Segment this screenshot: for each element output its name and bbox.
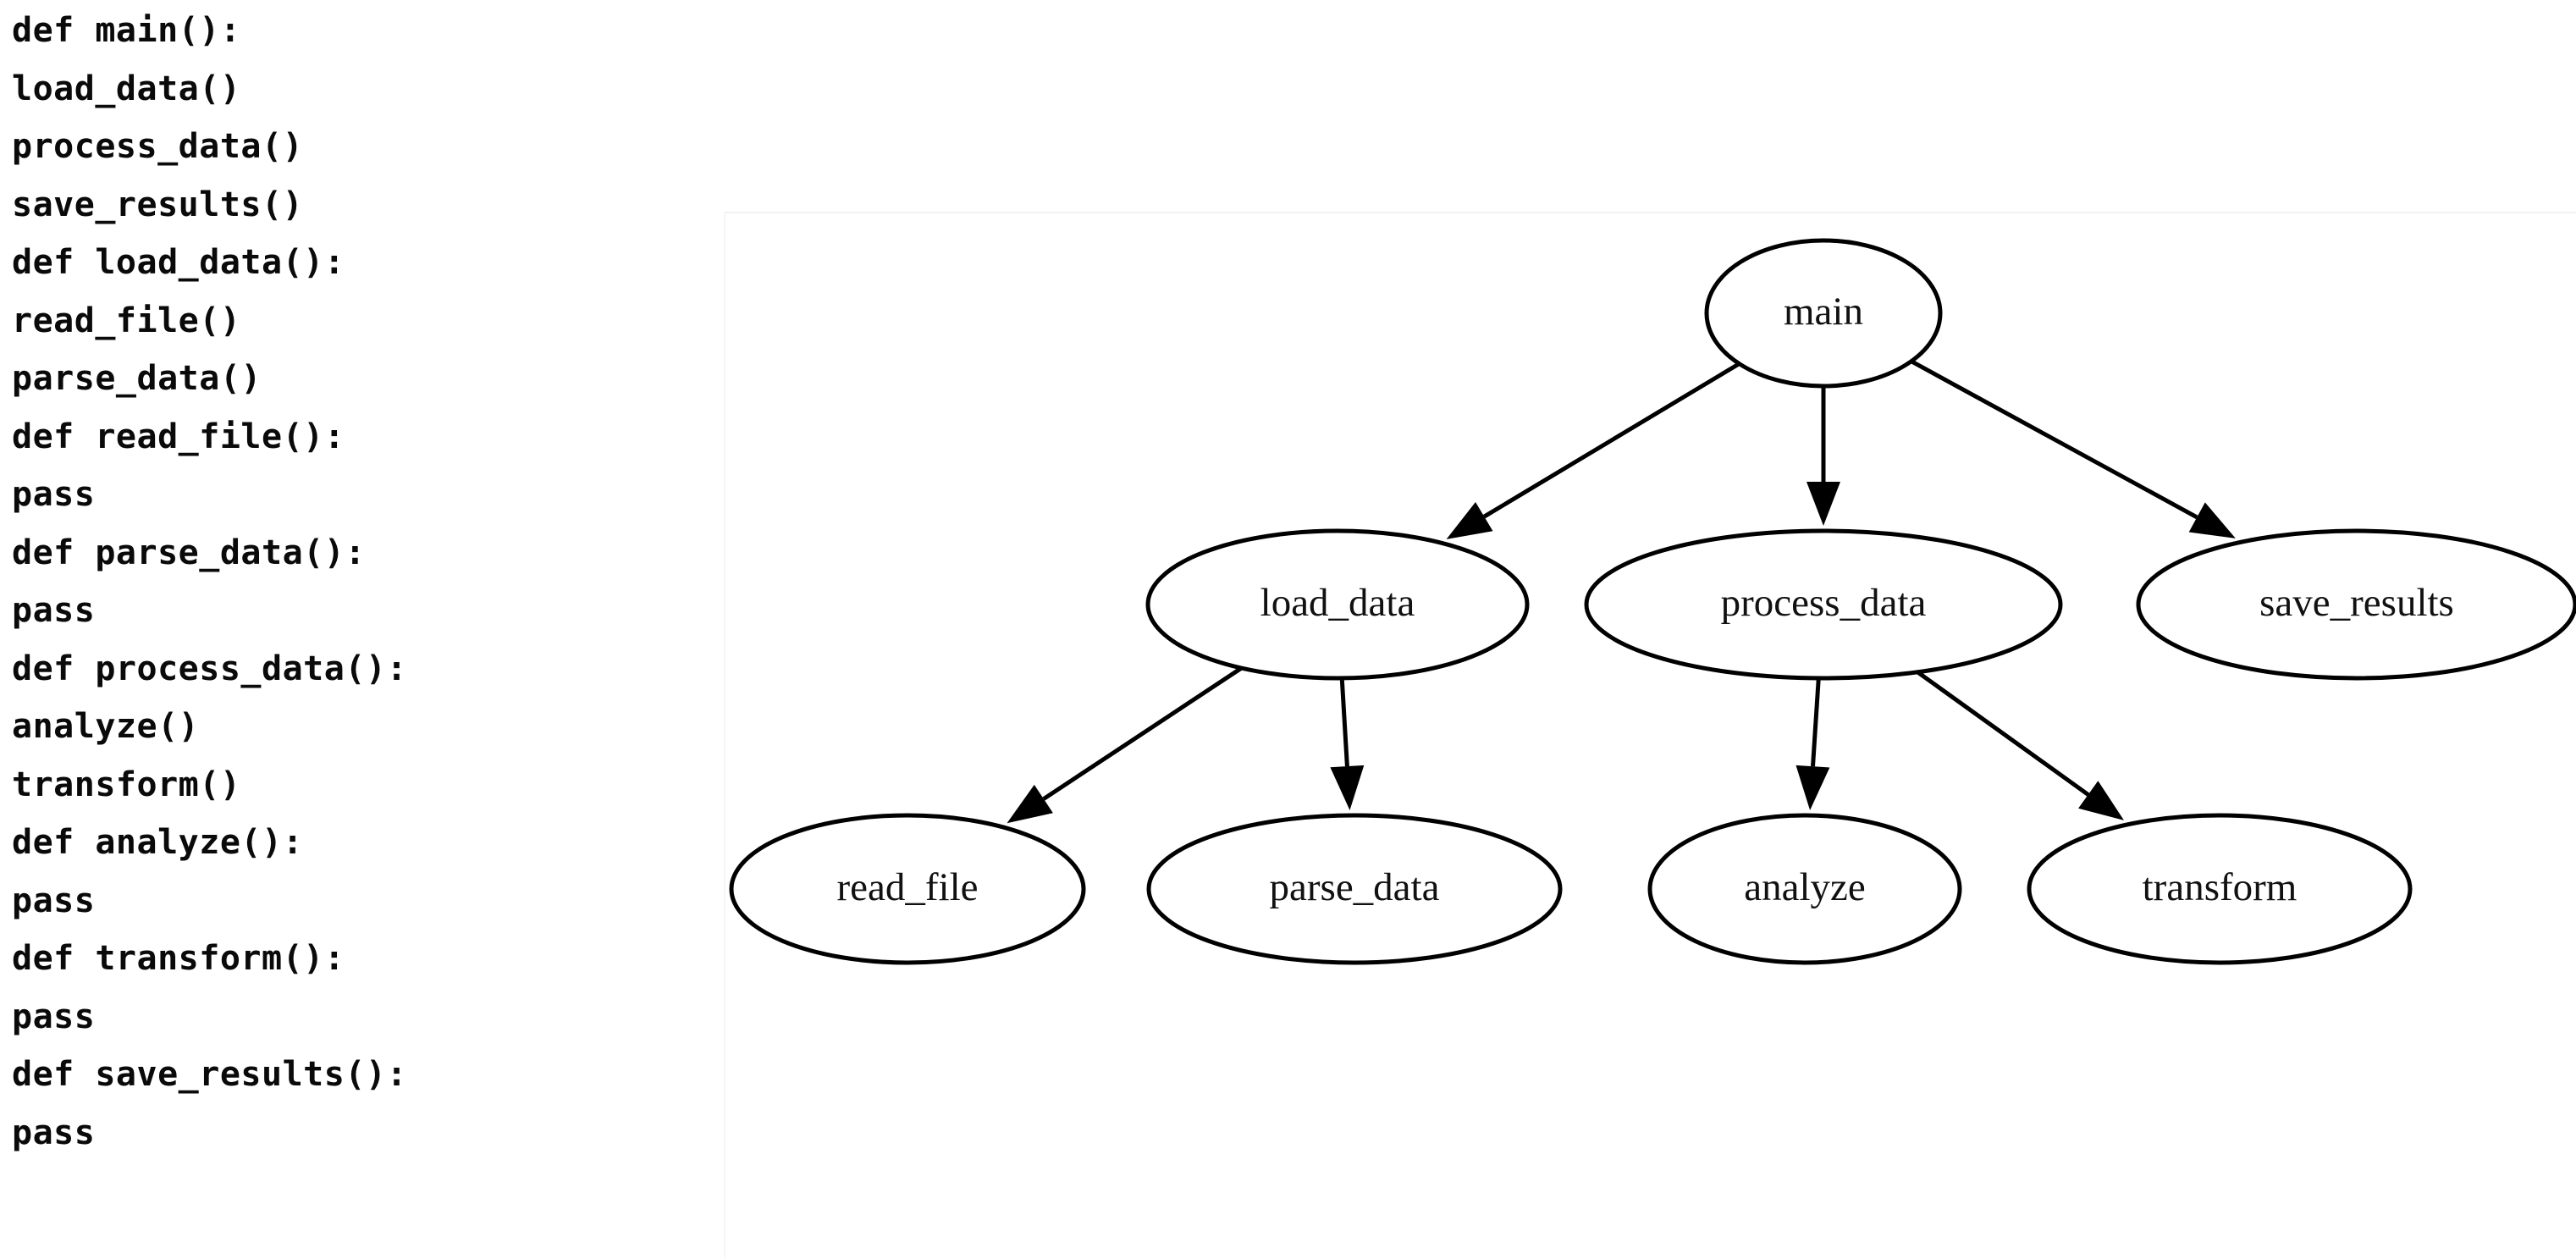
code-line: pass [12, 475, 96, 514]
graph-node-transform[interactable]: transform [2027, 813, 2413, 965]
node-ellipse [1584, 528, 2063, 681]
graph-node-parse_data[interactable]: parse_data [1146, 813, 1563, 965]
node-ellipse [1704, 238, 1943, 389]
graph-node-save_results[interactable]: save_results [2136, 528, 2576, 681]
node-ellipse [729, 813, 1086, 965]
code-line: pass [12, 591, 96, 630]
graph-node-read_file[interactable]: read_file [729, 813, 1086, 965]
node-ellipse [1647, 813, 1962, 965]
node-label: transform [2143, 865, 2297, 909]
code-line: read_file() [12, 301, 241, 340]
arrowhead-icon [2078, 781, 2124, 820]
code-line: def analyze(): [12, 823, 304, 862]
arrowhead-icon [2188, 502, 2236, 538]
edge-process_data-to-analyze [1811, 677, 1821, 767]
edge-main-to-load_data [1482, 362, 1740, 519]
node-label: main [1784, 290, 1863, 334]
arrowhead-icon [1007, 784, 1053, 824]
code-line: def process_data(): [12, 649, 408, 688]
code-line: parse_data() [12, 359, 262, 398]
code-line: analyze() [12, 707, 200, 746]
node-label: load_data [1260, 581, 1415, 625]
code-line: transform() [12, 765, 241, 804]
edge-load_data-to-parse_data [1339, 677, 1349, 767]
code-line: save_results() [12, 185, 304, 224]
node-label: analyze [1744, 865, 1866, 909]
node-label: parse_data [1270, 865, 1440, 909]
code-line: def load_data(): [12, 243, 345, 282]
node-label: save_results [2259, 581, 2454, 625]
code-line: def main(): [12, 11, 241, 50]
node-label: process_data [1721, 581, 1927, 625]
graph-node-analyze[interactable]: analyze [1647, 813, 1962, 965]
code-line: def save_results(): [12, 1055, 408, 1094]
code-line: pass [12, 997, 96, 1036]
code-line: def parse_data(): [12, 533, 366, 572]
node-layer: main load_data process_data save_resultsrea… [729, 238, 2576, 965]
graph-node-process_data[interactable]: process_data [1584, 528, 2063, 681]
node-ellipse [2027, 813, 2413, 965]
code-line: pass [12, 1113, 96, 1152]
node-ellipse [1145, 528, 1530, 681]
code-line-list: def main(): load_data() process_data()save… [12, 2, 407, 1162]
code-line: def transform(): [12, 939, 345, 978]
node-ellipse [1146, 813, 1563, 965]
edge-main-to-save_results [1910, 359, 2198, 520]
node-label: read_file [836, 865, 978, 909]
code-line: pass [12, 881, 96, 920]
arrowhead-icon [1446, 502, 1493, 539]
node-ellipse [2136, 528, 2576, 681]
code-line: def read_file(): [12, 417, 345, 456]
graph-node-main[interactable]: main [1704, 238, 1943, 389]
arrowhead-icon [1330, 765, 1365, 810]
code-line: process_data() [12, 127, 304, 166]
code-line: load_data() [12, 69, 241, 108]
arrowhead-icon [1795, 765, 1830, 810]
edge-process_data-to-transform [1916, 670, 2090, 797]
source-code-panel: def main(): load_data() process_data()save… [0, 0, 728, 1259]
arrowhead-icon [1807, 482, 1840, 526]
edge-load_data-to-read_file [1042, 665, 1243, 801]
graph-node-load_data[interactable]: load_data [1145, 528, 1530, 681]
edge-layer [1007, 359, 2236, 824]
